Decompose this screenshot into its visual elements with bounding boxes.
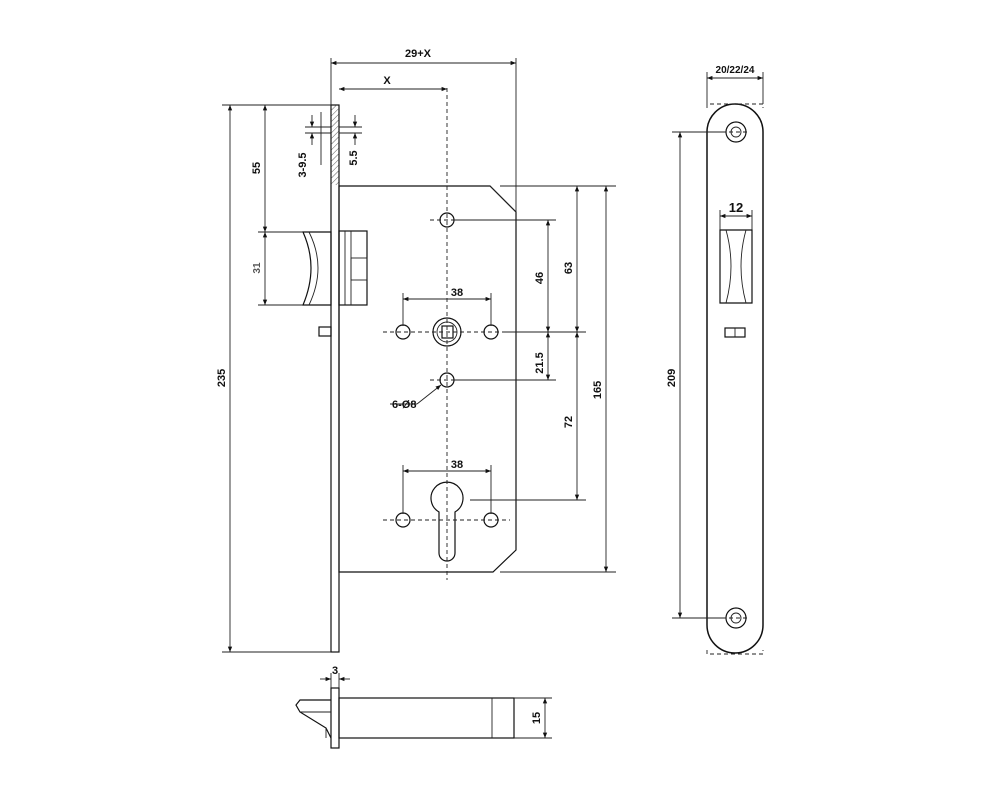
faceplate-dimensions: 20/22/24 12 209 xyxy=(666,65,764,619)
cylinder-cutout xyxy=(430,481,464,562)
dim-follower-cylinder: 72 xyxy=(563,416,575,428)
bottom-view xyxy=(295,687,515,749)
holes-note: 6-Ø8 xyxy=(392,399,416,411)
body-edge xyxy=(338,697,515,739)
dim-faceplate-width: 20/22/24 xyxy=(716,65,755,76)
dim-faceplate-height: 209 xyxy=(666,369,678,387)
dim-backset: X xyxy=(383,75,391,87)
latch-bolt xyxy=(302,231,332,306)
lock-body xyxy=(338,185,517,573)
dim-body-thickness: 15 xyxy=(531,712,543,724)
dim-overall-width: 29+X xyxy=(405,48,432,60)
faceplate-outline xyxy=(706,103,764,654)
dim-follower-lower-hole: 21.5 xyxy=(534,352,546,373)
latch-opening xyxy=(719,229,753,304)
faceplate-view xyxy=(706,103,764,655)
dim-total-height: 235 xyxy=(216,369,228,387)
front-view xyxy=(302,88,517,653)
faceplate xyxy=(330,104,340,653)
dim-latch-height: 31 xyxy=(252,262,263,274)
latch-housing xyxy=(338,230,368,306)
dim-follower-top-hole: 46 xyxy=(534,272,546,284)
dim-follower-width: 12 xyxy=(729,200,743,215)
dim-body-height: 165 xyxy=(592,381,604,399)
front-dimensions: 29+X X 235 55 31 3-9.5 5.5 46 xyxy=(216,48,616,653)
faceplate-edge xyxy=(330,687,340,749)
dim-faceplate-thickness: 3 xyxy=(332,665,338,677)
dim-latch-offset: 55 xyxy=(251,162,263,174)
dim-follower-body-top: 63 xyxy=(563,262,575,274)
dim-latch-projection: 3-9.5 xyxy=(297,152,309,177)
bottom-dimensions: 3 15 xyxy=(320,665,552,739)
dim-handle-spacing: 38 xyxy=(451,287,463,299)
latch-edge xyxy=(295,699,332,739)
dim-latch-step: 5.5 xyxy=(348,150,360,165)
dim-cylinder-spacing: 38 xyxy=(451,459,463,471)
